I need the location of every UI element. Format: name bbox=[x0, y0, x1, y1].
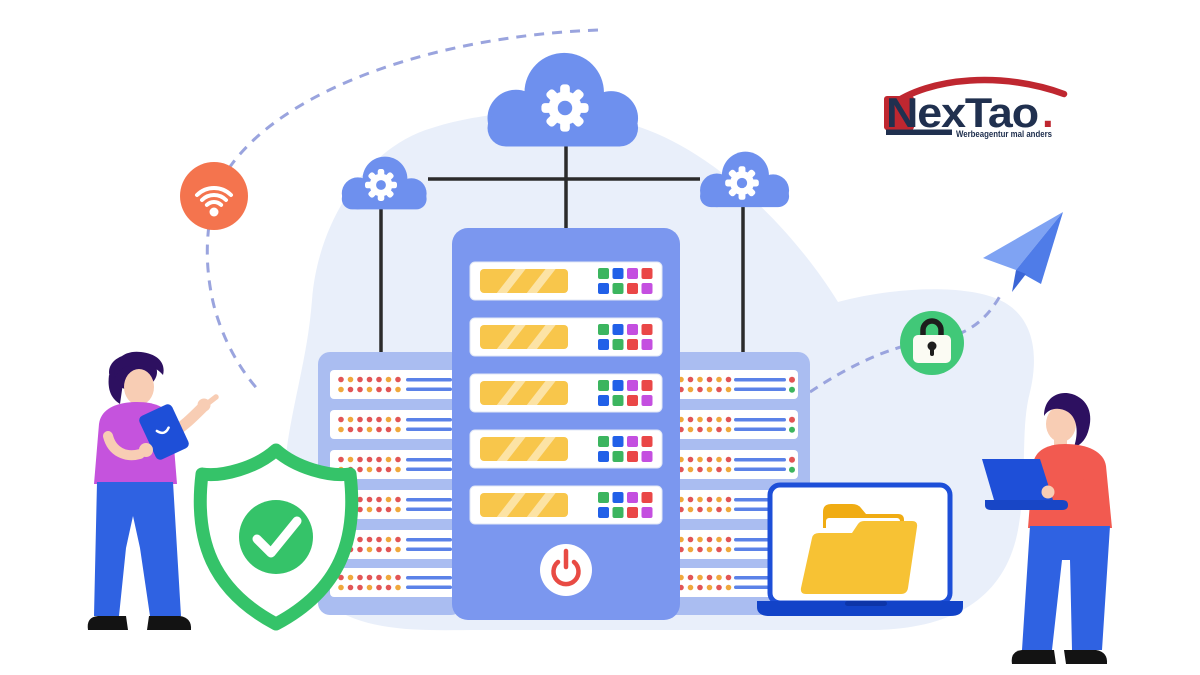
shield-check-icon bbox=[193, 443, 359, 631]
logo-mark-square bbox=[884, 96, 914, 130]
open-folder-icon bbox=[800, 504, 918, 594]
server-slot bbox=[470, 318, 662, 356]
cloud-center bbox=[487, 52, 639, 147]
laptop-folder-illustration bbox=[757, 482, 963, 616]
paper-plane-icon bbox=[983, 212, 1063, 292]
rack-row bbox=[672, 410, 798, 439]
server-main bbox=[452, 228, 680, 620]
logo-tagline: Werbeagentur mal anders bbox=[956, 129, 1052, 140]
lock-badge bbox=[900, 311, 964, 375]
brand-logo: NexTao . Werbeagentur mal anders bbox=[884, 76, 1068, 140]
gear-icon bbox=[725, 166, 759, 200]
cloud-right bbox=[700, 151, 790, 208]
wifi-badge bbox=[180, 162, 248, 230]
rack-row bbox=[330, 568, 456, 597]
laptop-icon bbox=[982, 459, 1068, 510]
server-rack-left bbox=[318, 352, 463, 615]
power-button-icon bbox=[540, 544, 592, 596]
wifi-icon bbox=[195, 185, 233, 207]
lock-icon bbox=[913, 318, 951, 363]
rack-row bbox=[672, 450, 798, 479]
logo-period: . bbox=[1042, 89, 1054, 136]
person-left bbox=[87, 351, 219, 630]
connector-lines bbox=[379, 143, 745, 353]
gear-icon bbox=[541, 84, 589, 132]
server-slot bbox=[470, 374, 662, 412]
logo-brand-text: NexTao bbox=[886, 89, 1038, 136]
person-right bbox=[982, 392, 1112, 664]
server-slot bbox=[470, 262, 662, 300]
logo-underline bbox=[886, 129, 952, 135]
server-slot bbox=[470, 430, 662, 468]
rack-row bbox=[330, 370, 456, 399]
gear-icon bbox=[365, 169, 397, 201]
rack-row bbox=[672, 370, 798, 399]
rack-row bbox=[330, 410, 456, 439]
server-slot bbox=[470, 486, 662, 524]
